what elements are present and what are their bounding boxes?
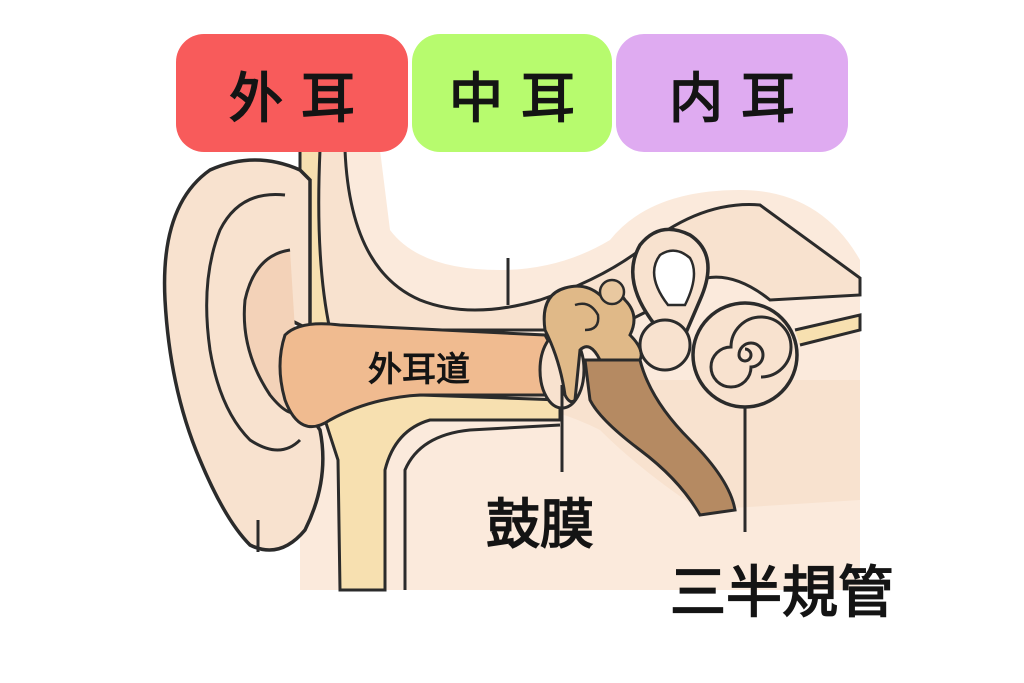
semicircular-canal-inner	[652, 249, 696, 307]
auditory-nerve	[794, 313, 862, 347]
tab-outer-ear: 外耳	[176, 34, 408, 152]
tab-middle-ear: 中耳	[412, 34, 612, 152]
tab-inner-ear: 内耳	[616, 34, 848, 152]
eardrum-label: 鼓膜	[486, 493, 594, 556]
tab-outer-ear-label: 外耳	[229, 66, 373, 130]
lower-bone-line	[403, 423, 561, 590]
eustachian-tube	[583, 358, 737, 517]
cochlea-spiral	[709, 315, 793, 389]
vestibule	[638, 318, 692, 372]
semicircular-canals-label: 三半規管	[670, 561, 894, 626]
tab-inner-ear-label: 内耳	[669, 66, 813, 130]
head-tissue-lower	[390, 380, 860, 510]
tab-middle-ear-label: 中耳	[449, 66, 593, 130]
ear-canal	[278, 322, 562, 429]
ossicle-detail	[574, 302, 600, 332]
auricle-inner-fold	[205, 192, 302, 452]
ossicle-knob	[598, 278, 626, 306]
ear-canal-label: 外耳道	[368, 350, 470, 390]
ossicles	[542, 284, 643, 404]
cochlea	[691, 301, 799, 409]
